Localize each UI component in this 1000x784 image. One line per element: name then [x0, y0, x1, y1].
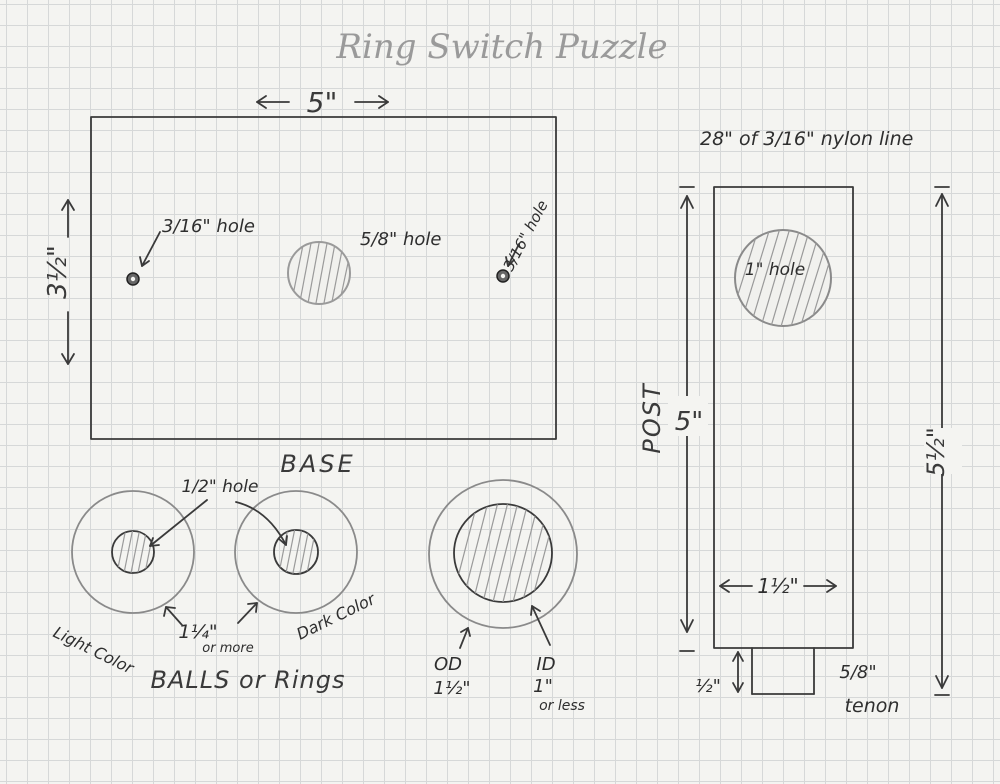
- base-drawing: 5" 3½" 3/16" hole 5/8" hole 3/16" hole: [43, 86, 557, 478]
- small-hole-right-leader: [507, 243, 520, 267]
- ring-outer: [428, 479, 578, 629]
- center-hole-label: 5/8" hole: [360, 229, 441, 250]
- post-label: POST: [638, 382, 666, 454]
- id-value: 1": [533, 676, 553, 697]
- post-hole-label: 1" hole: [745, 260, 805, 280]
- od-label: OD: [434, 654, 462, 675]
- post-hole: [734, 229, 832, 327]
- total-height-label: 5½": [922, 427, 950, 477]
- post-height-gap: [668, 396, 708, 436]
- ball-hole-leader-right: [235, 501, 287, 546]
- id-note: or less: [539, 698, 585, 714]
- ball-diameter-note: or more: [202, 641, 253, 656]
- ring-drawing: OD 1½" ID 1" or less: [428, 479, 585, 714]
- post-height-label: 5": [675, 407, 704, 437]
- ball-dark-hole: [273, 529, 319, 575]
- ring-inner: [453, 503, 553, 603]
- base-label: BASE: [280, 450, 355, 478]
- post-outline: [713, 186, 854, 649]
- ball-diameter-arrow-right: [237, 602, 258, 624]
- ball-diameter-arrow-left: [165, 606, 183, 626]
- ball-diameter-label: 1¼": [178, 621, 217, 643]
- ball-hole-label: 1/2" hole: [182, 477, 259, 497]
- od-value: 1½": [433, 678, 470, 699]
- small-hole-left-leader: [141, 231, 161, 267]
- base-height-arrows: [61, 199, 75, 365]
- base-height-label: 3½": [43, 245, 73, 299]
- drawing-title: Ring Switch Puzzle: [335, 27, 667, 67]
- light-color-label: Light Color: [50, 623, 138, 679]
- post-width-label: 1½": [757, 574, 798, 598]
- tenon-label: tenon: [845, 695, 900, 717]
- nylon-line-label: 28" of 3/16" nylon line: [700, 128, 913, 150]
- small-hole-right-label: 3/16" hole: [499, 197, 551, 274]
- total-height-gap: [924, 428, 962, 474]
- post-drawing: 28" of 3/16" nylon line 1" hole 5" POST …: [638, 128, 962, 717]
- id-leader: [531, 605, 551, 646]
- ball-hole-leader-left: [149, 499, 208, 547]
- tenon-size-label: 5/8": [839, 662, 876, 683]
- base-outline: [90, 116, 557, 440]
- ball-dark-color: [234, 490, 358, 614]
- balls-label: BALLS or Rings: [151, 666, 346, 694]
- balls-drawing: 1/2" hole 1¼" or more Light Color Dark C…: [50, 477, 379, 694]
- base-width-arrows: [256, 95, 389, 109]
- ball-light-color: [71, 490, 195, 614]
- od-leader: [459, 627, 469, 649]
- base-width-label: 5": [307, 86, 338, 119]
- tenon-height-label: ½": [695, 676, 721, 697]
- small-hole-left-label: 3/16" hole: [162, 216, 255, 237]
- id-label: ID: [536, 654, 555, 675]
